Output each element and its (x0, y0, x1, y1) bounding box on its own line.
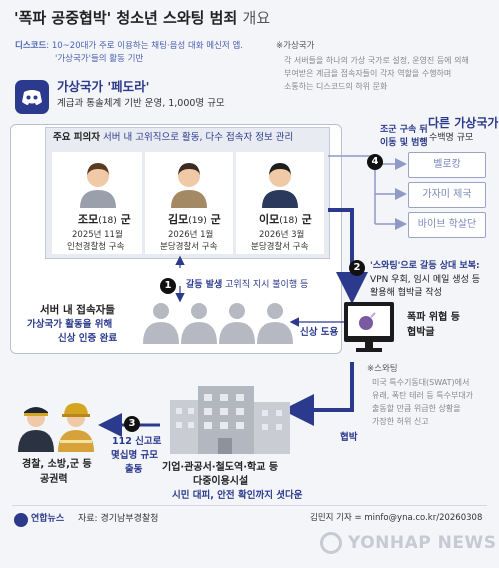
suspects-desc: 서버 내 고위직으로 활동, 다수 접속자 정보 관리 (103, 132, 294, 143)
step2-line: 활용해 협박글 작성 (370, 288, 442, 298)
suspect-arrest: 인천경찰청 구속 (67, 242, 125, 252)
virtual-state-line: 각 서버들을 하나의 가상 국가로 설정, 운영진 등에 의해 (284, 56, 469, 65)
discord-label: 디스코드 (15, 41, 47, 51)
step1-rest: 고위직 지시 불이행 등 (225, 280, 309, 290)
swat-note-line: 유래, 폭탄 테러 등 특수부대가 (372, 391, 474, 400)
suspect-age: (18) (279, 216, 298, 226)
step3-line: 몇십명 규모 (111, 450, 159, 461)
members-desc: 가상국가 활동을 위해 (27, 319, 113, 330)
suspect-date: 2026년 3월 (259, 230, 305, 240)
arrest-label-2: 이동 및 범행 (380, 138, 428, 148)
suspect-name-text: 김모 (168, 213, 189, 226)
threat-label: 협박 (340, 432, 358, 443)
responders-line: 경찰, 소방,군 등 (22, 459, 92, 470)
step-badge-1: 1 (160, 278, 176, 294)
step1-bold: 갈등 발생 (186, 280, 223, 290)
step-badge-3: 3 (124, 416, 140, 432)
virtual-state-line: 부여받은 계급을 접속자들이 각자 역할을 수행하며 (284, 69, 452, 78)
footer-divider (12, 505, 487, 506)
suspect-suffix: 군 (120, 213, 131, 226)
members-desc: 신상 인증 완료 (58, 333, 118, 344)
discord-icon (15, 80, 49, 114)
suspect-arrest: 분당경찰서 구속 (251, 242, 309, 252)
watermark-logo-icon (320, 532, 342, 554)
swat-note-line: 출동할 만큼 위급한 상황을 (372, 404, 461, 413)
suspect-date: 2026년 1월 (168, 230, 214, 240)
other-state-item: 가자미 제국 (408, 182, 486, 208)
suspects-heading: 주요 피의자 서버 내 고위직으로 활동, 다수 접속자 정보 관리 (53, 132, 294, 144)
footer-source: 자료: 경기남부경찰청 (78, 514, 159, 524)
threat-path-line (282, 362, 354, 426)
facilities-line: 다중이용시설 (193, 476, 249, 487)
step2-line: VPN 우회, 임시 메일 생성 등 (370, 275, 481, 285)
yonhap-logo-icon (14, 513, 28, 527)
swat-note-heading: ※스와팅 (367, 364, 398, 374)
suspect-name: 김모(19) 군 (168, 213, 221, 227)
other-state-item: 바이브 학살단 (408, 212, 486, 238)
title-light: 개요 (242, 9, 271, 27)
threat-post-line: 협박글 (407, 327, 435, 338)
suspect-name: 이모(18) 군 (259, 213, 312, 227)
suspect-name: 조모(18) 군 (78, 213, 131, 227)
discord-line1: : 10~20대가 주로 이용하는 채팅·음성 대화 메신저 앱. (46, 41, 243, 51)
footer-credit: 김민지 기자 = minfo@yna.co.kr/20260308 (310, 513, 483, 523)
building-icon (170, 386, 290, 454)
main-state-name: 가상국가 '페도라' (57, 79, 150, 94)
responders-line: 공권력 (40, 474, 68, 485)
swatting-path-line (328, 208, 368, 304)
virtual-state-line: 소통하는 디스코드의 하위 문화 (284, 82, 388, 91)
suspect-suffix: 군 (301, 213, 312, 226)
suspect-age: (18) (98, 216, 117, 226)
suspect-name-text: 조모 (78, 213, 99, 226)
page-title: '폭파 공중협박' 청소년 스와팅 범죄 개요 (14, 9, 271, 27)
title-main: '폭파 공중협박' 청소년 스와팅 범죄 (14, 9, 238, 27)
other-state-item: 벨로캉 (408, 152, 486, 178)
step1-text: 갈등 발생 고위직 지시 불이행 등 (186, 280, 308, 290)
step2-title: '스와팅'으로 갈등 상대 보복: (370, 261, 480, 271)
footer-logo-text: 연합뉴스 (31, 514, 65, 524)
virtual-state-heading: ※가상국가 (276, 41, 315, 51)
members-group-icon (143, 303, 293, 344)
suspect-date: 2025년 11월 (72, 230, 123, 240)
suspect-avatar-icon (262, 163, 298, 208)
step3-line: 출동 (125, 464, 143, 475)
swat-note-line: 미국 특수기동대(SWAT)에서 (372, 378, 470, 387)
discord-line2: '가상국가'들의 활동 기반 (55, 54, 144, 64)
other-states-heading: 다른 가상국가 (428, 116, 499, 130)
threat-post-line: 폭파 위협 등 (407, 312, 460, 323)
suspect-arrest: 분당경찰서 구속 (160, 242, 218, 252)
swat-note-line: 가장한 허위 신고 (372, 417, 429, 426)
responders-icon (18, 403, 94, 452)
facilities-line: 시민 대피, 안전 확인까지 셧다운 (172, 490, 303, 501)
suspect-avatar-icon (171, 163, 207, 208)
facilities-line: 기업·관공서·철도역·학교 등 (162, 462, 279, 473)
suspect-avatar-icon (80, 163, 116, 208)
step-badge-4: 4 (367, 154, 383, 170)
step-badge-2: 2 (349, 260, 365, 276)
suspects-label: 주요 피의자 (53, 132, 101, 143)
members-title: 서버 내 접속자들 (40, 304, 115, 316)
suspect-name-text: 이모 (259, 213, 280, 226)
watermark: YONHAP NEWS (348, 533, 497, 553)
discord-note: 디스코드: 10~20대가 주로 이용하는 채팅·음성 대화 메신저 앱. (15, 41, 243, 52)
main-state-desc: 계급과 통솔체계 기반 운영, 1,000명 규모 (57, 98, 225, 109)
identity-theft-label: 신상 도용 (300, 327, 339, 338)
suspect-suffix: 군 (210, 213, 221, 226)
arrest-label-1: 조군 구속 뒤 (380, 125, 428, 135)
other-states-sub: 수백명 규모 (429, 133, 474, 143)
step3-line: 112 신고로 (112, 436, 162, 447)
suspect-age: (19) (188, 216, 207, 226)
monitor-icon (344, 302, 394, 352)
